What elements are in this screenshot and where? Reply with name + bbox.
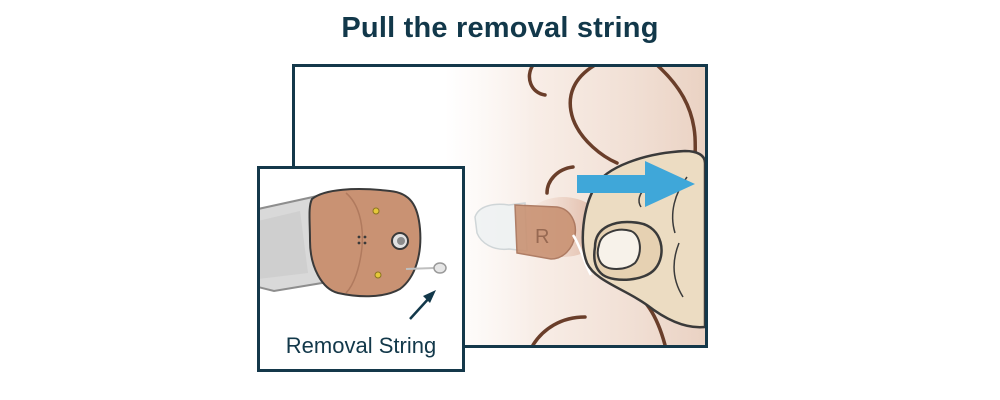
- shell-faceplate-edge: [345, 192, 364, 294]
- closeup-dome-shade: [260, 211, 308, 279]
- thumbnail: [596, 228, 641, 270]
- arrow-shaft: [577, 175, 649, 193]
- ear-illustration: R: [445, 67, 705, 345]
- microphone-holes: [357, 235, 367, 245]
- marker-dot: [374, 271, 382, 279]
- pointer-arrow-line: [409, 296, 431, 320]
- page-title: Pull the removal string: [341, 12, 659, 44]
- hand: [581, 149, 705, 329]
- ear-illustration-panel: R: [292, 64, 708, 348]
- removal-string-line: [405, 267, 435, 270]
- pull-direction-arrow: [577, 161, 695, 207]
- device-closeup: [260, 188, 447, 320]
- removal-string-knob: [433, 262, 447, 274]
- device-button-center: [397, 237, 405, 245]
- removal-string: [571, 234, 593, 276]
- device-shell: [514, 204, 577, 260]
- pointer-arrow-head: [423, 290, 436, 303]
- removal-string-closeup-panel: Removal String: [257, 166, 465, 372]
- marker-dot: [372, 207, 380, 215]
- hearing-aid-device: R: [474, 202, 593, 276]
- arrow-head: [645, 161, 695, 207]
- device-side-letter: R: [535, 226, 549, 248]
- removal-string-label: Removal String: [285, 333, 437, 358]
- knuckle-crease: [673, 242, 684, 298]
